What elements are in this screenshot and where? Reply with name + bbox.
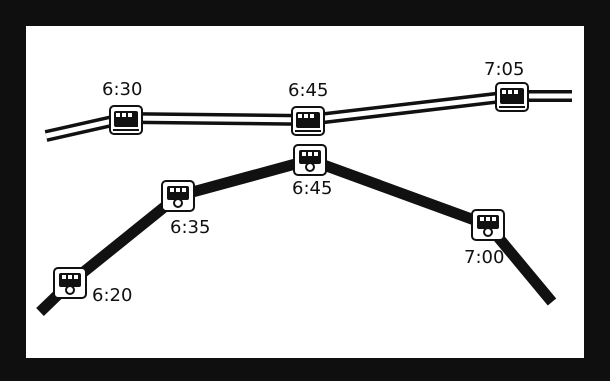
bus-time-label: 6:45	[292, 178, 332, 199]
bus-stop-3: 6:45	[292, 144, 332, 199]
bus-time-label: 6:20	[92, 285, 132, 306]
bus-stop-1: 6:20	[53, 267, 132, 306]
bus-icon	[293, 144, 327, 176]
bus-time-label: 6:35	[170, 217, 210, 238]
train-stop-2: 6:45	[288, 80, 328, 136]
bus-icon	[161, 180, 195, 212]
train-time-label: 6:30	[102, 79, 142, 100]
train-icon	[291, 106, 325, 136]
bus-icon	[471, 209, 505, 241]
train-time-label: 7:05	[484, 59, 524, 80]
train-time-label: 6:45	[288, 80, 328, 101]
bus-stop-4: 7:00	[464, 209, 505, 268]
train-icon	[109, 105, 143, 135]
bus-icon	[53, 267, 87, 299]
bus-stop-2: 6:35	[161, 180, 210, 238]
train-icon	[495, 82, 529, 112]
train-stop-3: 7:05	[484, 59, 529, 112]
bus-time-label: 7:00	[464, 247, 504, 268]
diagram-panel	[26, 26, 584, 358]
train-stop-1: 6:30	[102, 79, 143, 135]
